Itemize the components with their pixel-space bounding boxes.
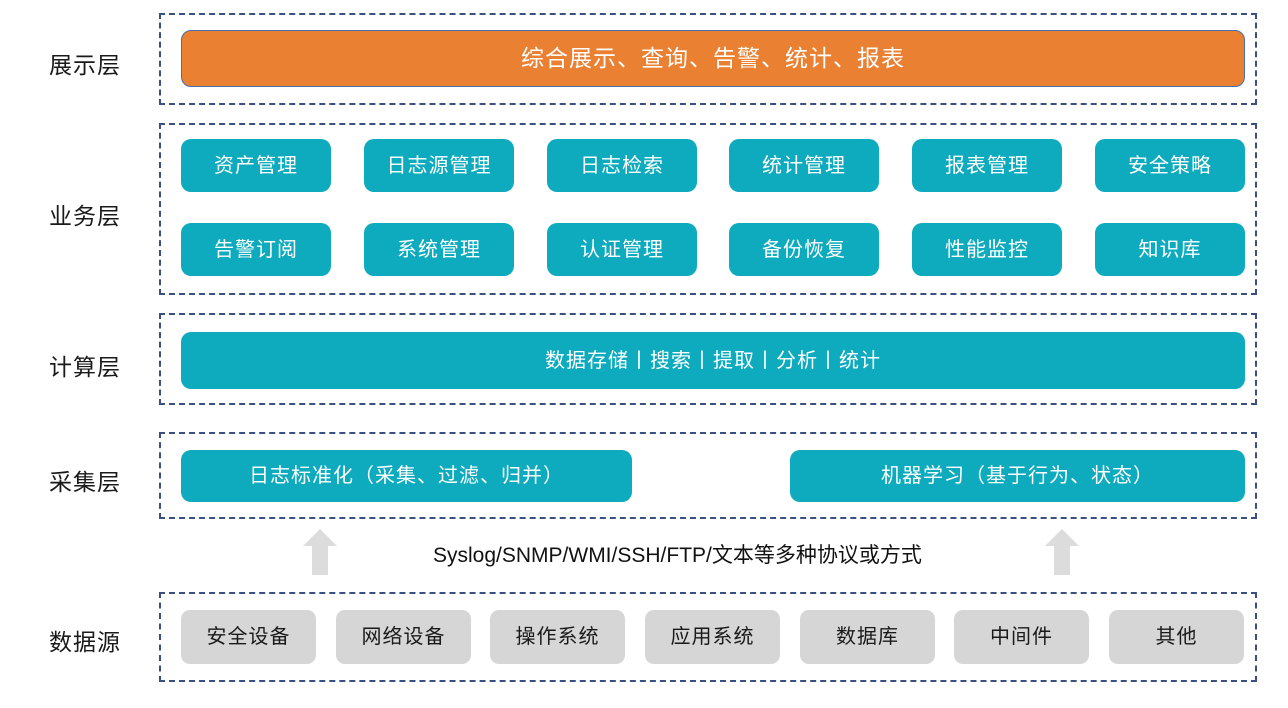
collection-layer-container xyxy=(159,432,1257,519)
collection-item-log-normalization[interactable]: 日志标准化（采集、过滤、归并） xyxy=(181,450,632,502)
business-item-asset-management[interactable]: 资产管理 xyxy=(181,139,331,192)
business-item-statistics-management[interactable]: 统计管理 xyxy=(729,139,879,192)
layer-label-datasource: 数据源 xyxy=(49,629,121,655)
business-item-alarm-subscription[interactable]: 告警订阅 xyxy=(181,223,331,276)
business-item-log-search[interactable]: 日志检索 xyxy=(547,139,697,192)
presentation-layer-container xyxy=(159,13,1257,105)
business-item-backup-restore[interactable]: 备份恢复 xyxy=(729,223,879,276)
datasource-item-network-device[interactable]: 网络设备 xyxy=(336,610,471,664)
collection-item-machine-learning[interactable]: 机器学习（基于行为、状态） xyxy=(790,450,1245,502)
compute-layer-container xyxy=(159,313,1257,405)
datasource-item-operating-system[interactable]: 操作系统 xyxy=(490,610,625,664)
compute-banner[interactable]: 数据存储丨搜索丨提取丨分析丨统计 xyxy=(181,332,1245,389)
datasource-layer-container xyxy=(159,592,1257,682)
layer-label-collection: 采集层 xyxy=(49,469,121,495)
protocol-label: Syslog/SNMP/WMI/SSH/FTP/文本等多种协议或方式 xyxy=(433,544,922,567)
layer-label-presentation: 展示层 xyxy=(49,52,121,78)
business-item-security-policy[interactable]: 安全策略 xyxy=(1095,139,1245,192)
business-item-log-source-management[interactable]: 日志源管理 xyxy=(364,139,514,192)
datasource-item-application-system[interactable]: 应用系统 xyxy=(645,610,780,664)
layer-label-compute: 计算层 xyxy=(49,354,121,380)
business-item-system-management[interactable]: 系统管理 xyxy=(364,223,514,276)
business-item-performance-monitoring[interactable]: 性能监控 xyxy=(912,223,1062,276)
business-item-report-management[interactable]: 报表管理 xyxy=(912,139,1062,192)
layer-label-business: 业务层 xyxy=(49,203,121,229)
business-layer-container xyxy=(159,123,1257,295)
datasource-item-middleware[interactable]: 中间件 xyxy=(954,610,1089,664)
datasource-item-database[interactable]: 数据库 xyxy=(800,610,935,664)
presentation-banner[interactable]: 综合展示、查询、告警、统计、报表 xyxy=(181,30,1245,87)
business-item-knowledge-base[interactable]: 知识库 xyxy=(1095,223,1245,276)
arrow-up-icon-right xyxy=(1045,529,1079,575)
business-item-authentication-management[interactable]: 认证管理 xyxy=(547,223,697,276)
datasource-item-security-device[interactable]: 安全设备 xyxy=(181,610,316,664)
arrow-up-icon-left xyxy=(303,529,337,575)
datasource-item-other[interactable]: 其他 xyxy=(1109,610,1244,664)
